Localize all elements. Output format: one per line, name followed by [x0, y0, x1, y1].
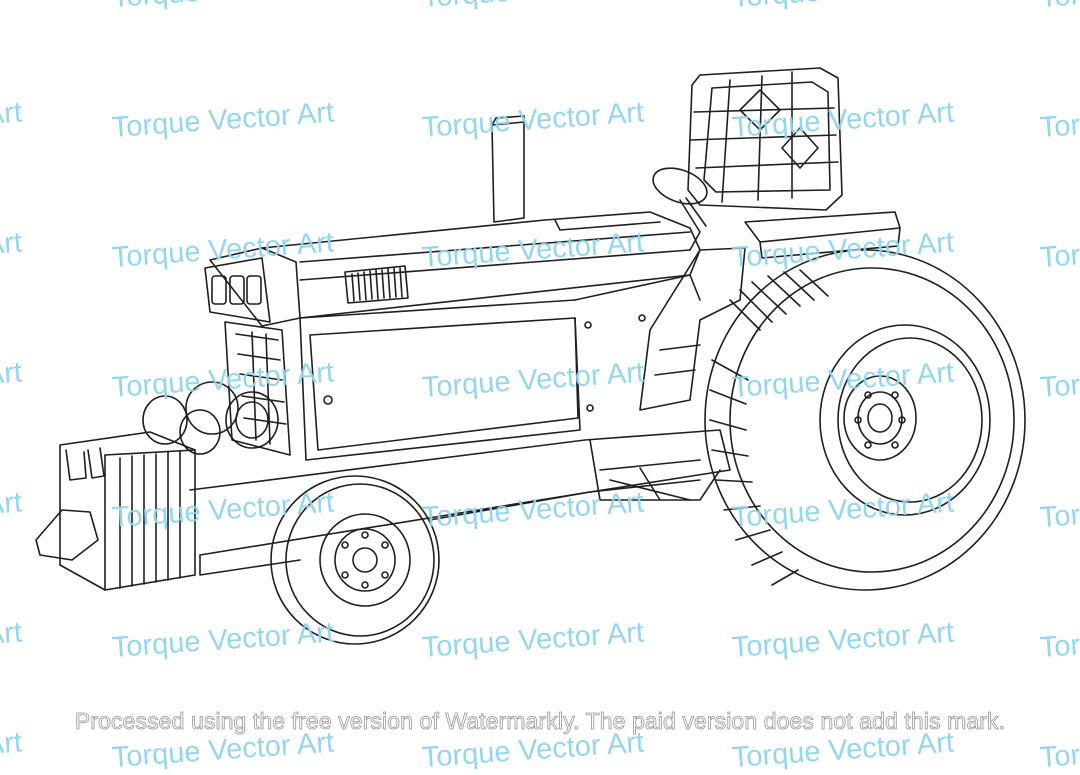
rear-fender: [639, 247, 746, 411]
hood: [209, 211, 701, 461]
rear-wheel: [704, 249, 1026, 591]
front-wheel: [270, 475, 440, 645]
watermarkly-notice: Processed using the free version of Wate…: [74, 708, 1006, 735]
front-weights: [35, 431, 196, 591]
roll-cage: [687, 67, 843, 211]
turbo-canisters: [142, 381, 279, 455]
seat: [744, 211, 901, 259]
chassis: [189, 429, 731, 576]
steering-wheel: [652, 167, 708, 251]
exhaust-stack: [491, 115, 525, 223]
front-grille: [204, 257, 291, 456]
